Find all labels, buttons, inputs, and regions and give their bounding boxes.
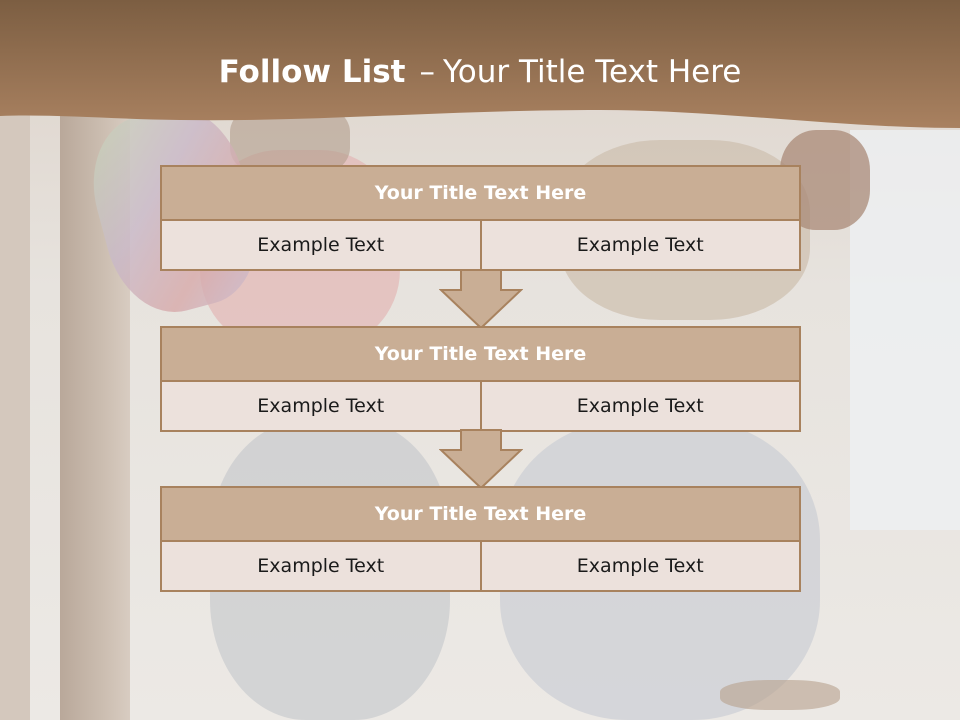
list-block-title: Your Title Text Here	[160, 165, 801, 221]
list-block-cell-left: Example Text	[162, 221, 480, 269]
slide-title-dash: –	[419, 54, 435, 90]
title-band: Follow List–Your Title Text Here	[0, 0, 960, 140]
down-arrow-icon	[439, 269, 523, 330]
list-block-title: Your Title Text Here	[160, 486, 801, 542]
list-block-cell-right: Example Text	[479, 382, 799, 430]
down-arrow-icon	[439, 429, 523, 490]
list-block-row: Example Text Example Text	[160, 542, 801, 592]
list-block-cell-left: Example Text	[162, 542, 480, 590]
slide-title-bold: Follow List	[218, 54, 406, 90]
list-block-title: Your Title Text Here	[160, 326, 801, 382]
list-block: Your Title Text Here Example Text Exampl…	[160, 326, 801, 432]
list-block-row: Example Text Example Text	[160, 221, 801, 271]
slide-title: Follow List–Your Title Text Here	[0, 54, 960, 90]
list-block-row: Example Text Example Text	[160, 382, 801, 432]
list-block-cell-right: Example Text	[479, 221, 799, 269]
background-figure	[720, 680, 840, 710]
list-block: Your Title Text Here Example Text Exampl…	[160, 165, 801, 271]
list-block-cell-left: Example Text	[162, 382, 480, 430]
background-pole	[0, 100, 30, 720]
list-block-cell-right: Example Text	[479, 542, 799, 590]
slide-title-rest: Your Title Text Here	[442, 54, 742, 90]
list-block: Your Title Text Here Example Text Exampl…	[160, 486, 801, 592]
title-band-shape	[0, 0, 960, 128]
